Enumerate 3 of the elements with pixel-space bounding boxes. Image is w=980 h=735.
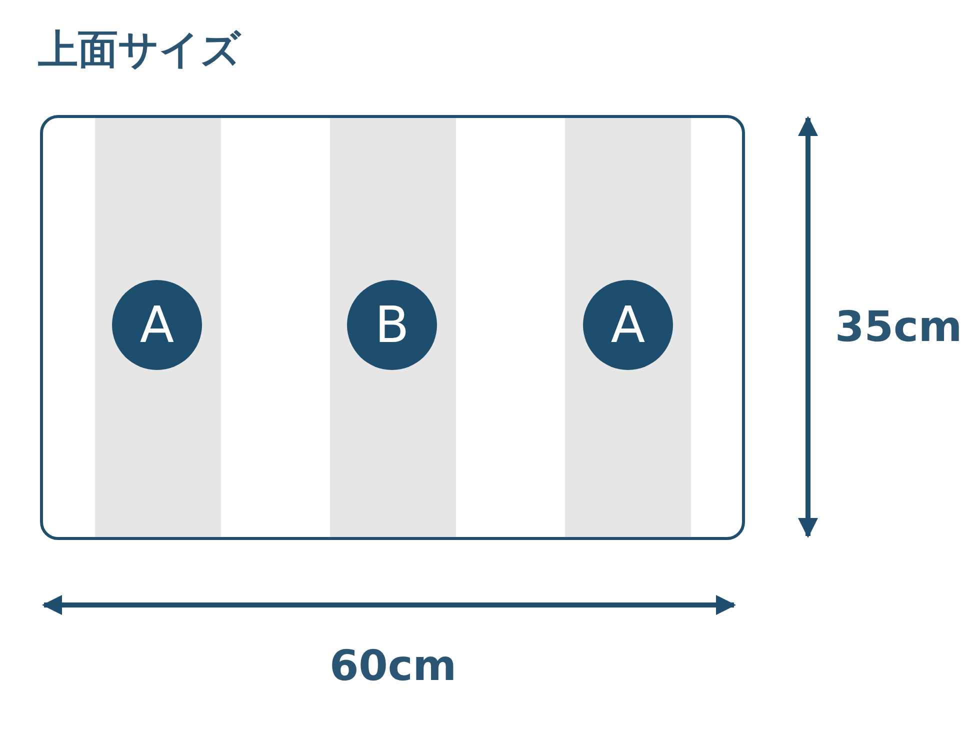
dimension-label: 60cm: [329, 645, 457, 687]
title: 上面サイズ: [38, 28, 241, 72]
dimension-label: 35cm: [835, 306, 962, 348]
